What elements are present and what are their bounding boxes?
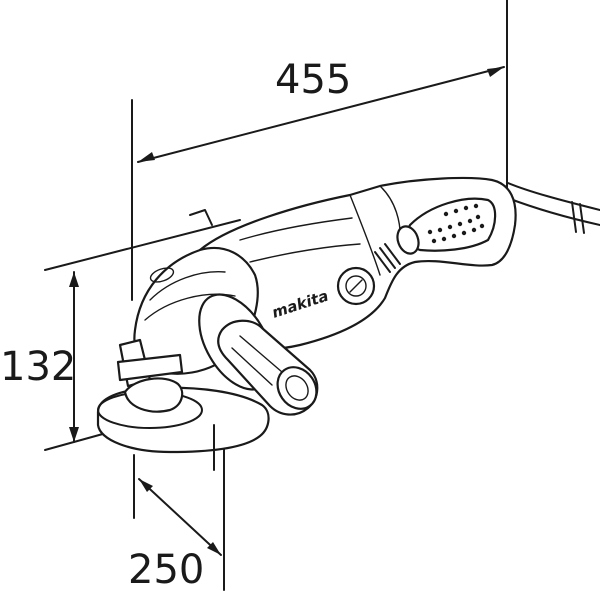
housing-ridge-2 (249, 243, 361, 263)
grip-texture (427, 203, 485, 244)
length-arrow-right (487, 67, 504, 77)
head-top-detail (189, 209, 213, 226)
length-arrow-left (138, 152, 155, 162)
grinder-body: makita (198, 176, 517, 351)
disc-flange (123, 377, 184, 413)
trigger-switch (396, 225, 420, 255)
width-dimension-line (138, 478, 222, 556)
length-dimension: 455 (131, 0, 508, 301)
guard-band (116, 353, 184, 382)
height-label: 132 (0, 344, 76, 390)
housing-ridge (239, 217, 353, 241)
height-extension-line-bottom (44, 431, 111, 451)
height-arrow-bottom (69, 427, 79, 442)
handle-end-cap (276, 366, 318, 410)
air-vents (374, 243, 401, 273)
wheel-guard (96, 377, 270, 471)
height-extension-line-top (44, 219, 241, 271)
side-handle (198, 293, 319, 416)
width-arrow-left (139, 479, 153, 492)
height-arrow-top (69, 272, 79, 287)
housing-seam (349, 194, 381, 276)
length-dimension-line (137, 66, 505, 163)
height-dimension: 132 (0, 219, 241, 451)
length-label: 455 (275, 57, 351, 103)
width-dimension: 250 (128, 439, 225, 593)
spindle-lock-button (149, 267, 175, 283)
width-label: 250 (128, 547, 204, 593)
guard-shell (96, 386, 270, 454)
width-arrow-right (207, 542, 221, 555)
